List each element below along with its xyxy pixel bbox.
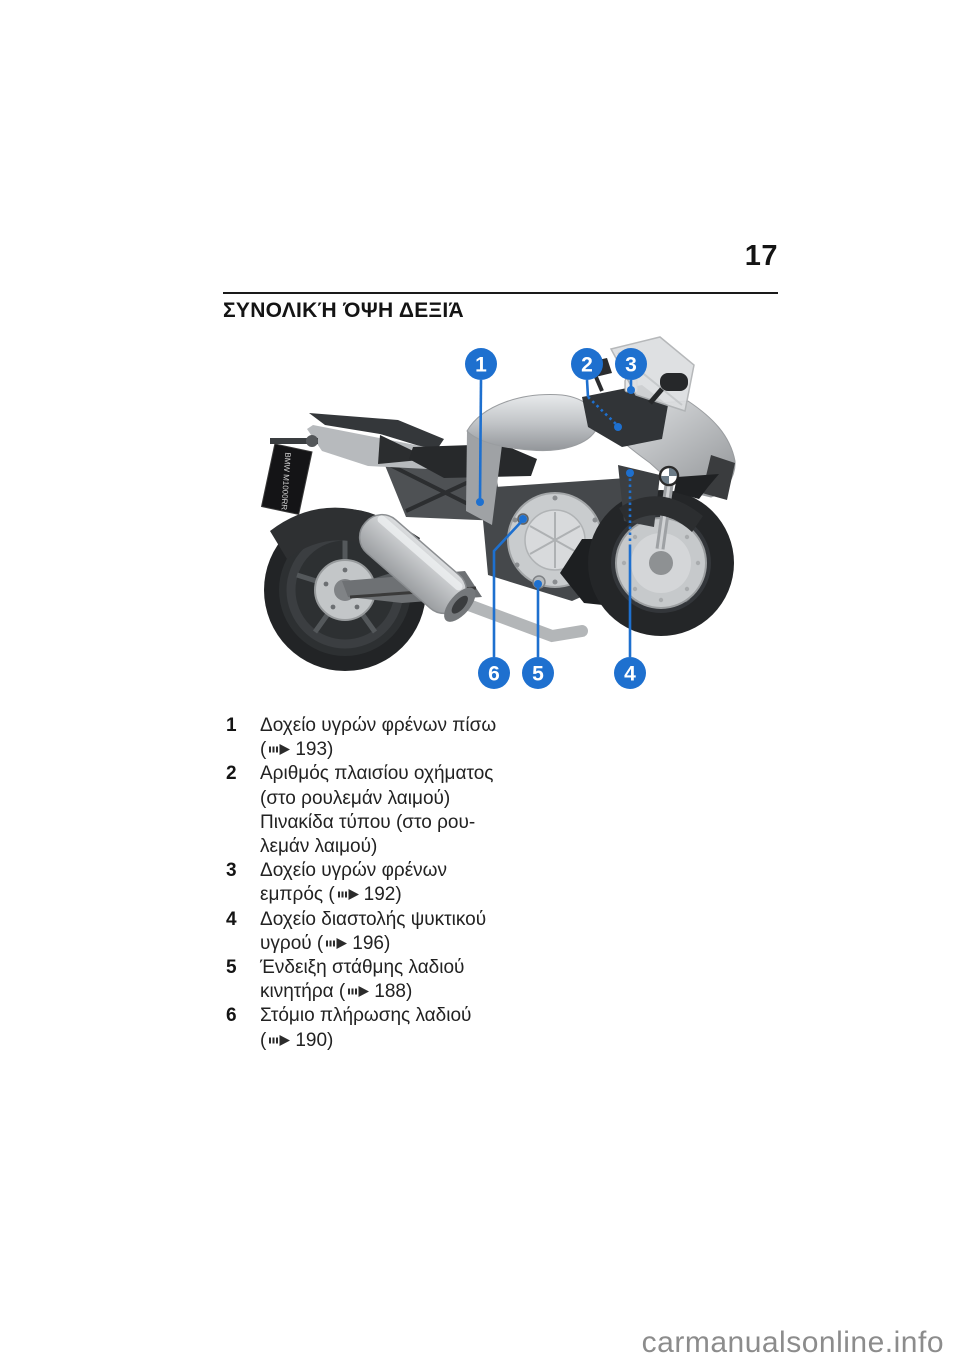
legend-item-3: 3 Δοχείο υγρών φρένων εμπρός ( 192): [226, 859, 566, 907]
page-ref-number: 196: [352, 932, 384, 954]
ref-suffix: ): [327, 1029, 334, 1051]
handlebar-cluster: [582, 385, 668, 447]
callout-1-label: 1: [475, 354, 487, 377]
item-number: 1: [226, 715, 237, 736]
figure-svg: BMW M1000RR: [260, 336, 736, 689]
ref-prefix: (: [260, 1029, 267, 1051]
item-text-line: Αριθμός πλαισίου οχήματος: [260, 763, 494, 785]
callout-marker-dots: [476, 386, 635, 588]
page-ref-arrow-icon: [348, 986, 370, 998]
legend-item-5: 5 Ένδειξη στάθμης λαδιού κινητήρα ( 188): [226, 956, 566, 1004]
callout-1: 1: [465, 348, 497, 380]
callout-6: 6: [478, 657, 510, 689]
callout-4: 4: [614, 657, 646, 689]
watermark-text: carmanualsonline.info: [641, 1326, 944, 1359]
callout-1-marker-dot: [476, 498, 484, 506]
callout-2-leader-dashed: [587, 396, 618, 426]
ref-suffix: ): [395, 884, 402, 906]
item-text-line: Ένδειξη στάθμης λαδιού: [260, 957, 465, 979]
callout-6-label: 6: [488, 663, 500, 686]
item-number: 2: [226, 763, 237, 785]
item-ref-line: κινητήρα ( 188): [260, 980, 566, 1004]
callout-4-marker-dot: [626, 469, 634, 477]
license-plate: BMW M1000RR: [260, 435, 318, 516]
motorcycle-figure: BMW M1000RR: [230, 335, 790, 705]
ref-prefix: εμπρός (: [260, 884, 335, 906]
winglet: [674, 474, 719, 499]
ref-suffix: ): [405, 981, 413, 1003]
callout-5: 5: [522, 657, 554, 689]
legend-list: 1 Δοχείο υγρών φρένων πίσω (193) 2 Αριθμ…: [226, 714, 566, 1053]
ref-suffix: ): [383, 932, 391, 954]
page-ref-number: 193: [295, 739, 328, 761]
callout-1-leader-line: [478, 379, 483, 501]
page-number: 17: [744, 240, 778, 272]
item-text-line: Στόμιο πλήρωσης λαδιού: [260, 1005, 472, 1027]
callout-3: 3: [615, 348, 647, 380]
page-ref-arrow-icon: [326, 937, 348, 949]
callout-2: 2: [571, 348, 603, 380]
callout-2-leader-line: [585, 379, 590, 398]
callout-leader-lines: [478, 379, 633, 657]
front-wheel: [588, 490, 734, 636]
item-text-line: λεμάν λαιμού): [260, 836, 378, 858]
front-fender: [619, 496, 703, 532]
page-ref-number: 192: [363, 884, 396, 906]
divider-rule: [223, 292, 778, 294]
right-mirror: [648, 373, 688, 405]
item-ref-line: (193): [260, 738, 566, 762]
page-ref-arrow-icon: [269, 744, 291, 756]
page-ref-arrow-icon: [337, 889, 359, 901]
frame-spar: [466, 431, 502, 525]
item-ref-line: εμπρός ( 192): [260, 883, 566, 907]
item-text-line: Δοχείο υγρών φρένων πίσω: [260, 715, 497, 736]
exhaust-muffler: [358, 513, 476, 622]
callout-4-label: 4: [624, 663, 636, 686]
page-ref-arrow-icon: [269, 1034, 291, 1046]
item-number: 3: [226, 860, 237, 882]
callout-5-marker-dot: [534, 580, 542, 588]
callout-2-label: 2: [581, 354, 593, 377]
ref-suffix: ): [327, 739, 334, 761]
item-ref-line: υγρού ( 196): [260, 932, 566, 956]
ref-prefix: υγρού (: [260, 932, 324, 954]
fuel-tank: [466, 394, 598, 452]
page-title: ΣΥΝΟΛΙΚΉ ΌΨΗ ΔΕΞΙΆ: [223, 299, 464, 322]
page-ref-number: 190: [295, 1029, 328, 1051]
exhaust-header-pipe: [452, 595, 588, 643]
item-ref-line: (190): [260, 1029, 566, 1053]
callout-6-leader-line: [492, 521, 522, 657]
callout-3-marker-dot: [627, 386, 635, 394]
legend-item-1: 1 Δοχείο υγρών φρένων πίσω (193): [226, 714, 566, 762]
callout-3-label: 3: [625, 354, 637, 377]
ref-prefix: (: [260, 739, 267, 761]
item-number: 6: [226, 1005, 237, 1027]
callout-5-label: 5: [532, 663, 544, 686]
legend-item-4: 4 Δοχείο διαστολής ψυκτικού υγρού ( 196): [226, 908, 566, 956]
item-text-line: Δοχείο διαστολής ψυκτικού: [260, 908, 487, 930]
item-number: 5: [226, 957, 237, 979]
legend-item-6: 6 Στόμιο πλήρωσης λαδιού (190): [226, 1004, 566, 1052]
callout-6-marker-dot: [519, 515, 527, 523]
item-text-line: Πινακίδα τύπου (στο ρου-: [260, 811, 476, 833]
item-text-line: Δοχείο υγρών φρένων: [260, 860, 448, 882]
item-number: 4: [226, 908, 237, 930]
license-plate-text: BMW M1000RR: [279, 452, 292, 510]
legend-item-2: 2 Αριθμός πλαισίου οχήματος (στο ρουλεμά…: [226, 762, 566, 859]
page-ref-number: 188: [374, 981, 406, 1003]
ref-prefix: κινητήρα (: [260, 981, 346, 1003]
callout-2-marker-dot: [614, 423, 622, 431]
brand-roundel: [658, 465, 680, 487]
fairing-nose-lower: [702, 455, 735, 500]
item-text-line: (στο ρουλεμάν λαιμού): [260, 787, 451, 809]
